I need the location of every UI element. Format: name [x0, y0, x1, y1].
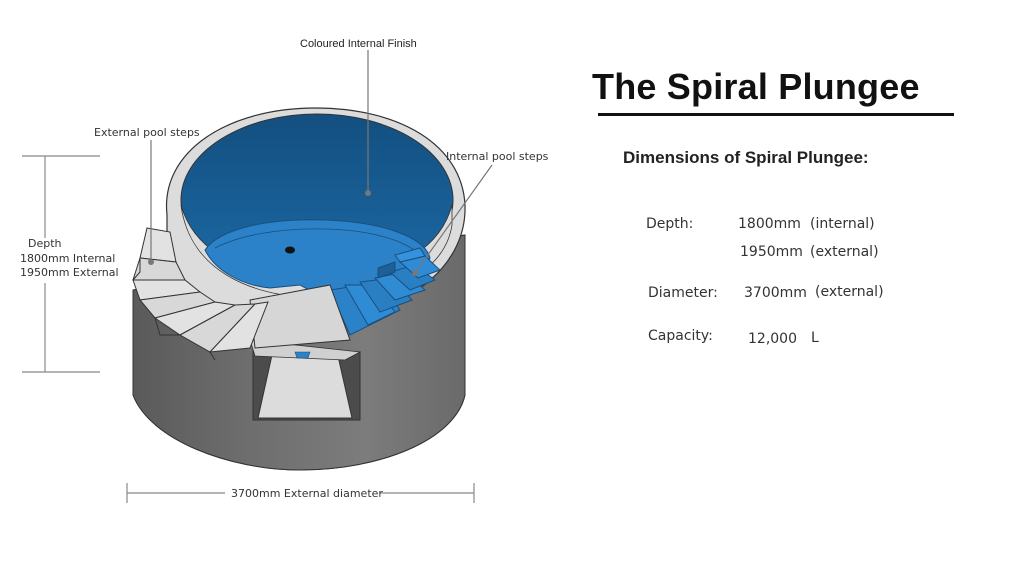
- title-underline: [598, 113, 954, 116]
- diameter-note: (external): [815, 284, 884, 300]
- callout-dot-external-steps: [148, 259, 154, 265]
- page-title: The Spiral Plungee: [592, 66, 920, 107]
- dimensions-heading: Dimensions of Spiral Plungee:: [623, 148, 869, 167]
- depth-label: Depth:: [646, 216, 694, 232]
- depth-external-value: 1950mm: [740, 244, 803, 260]
- drain-icon: [285, 246, 295, 254]
- diameter-value: 3700mm: [744, 285, 807, 301]
- depth-dimension-marker: [22, 155, 100, 373]
- coloured-finish-label: Coloured Internal Finish: [300, 38, 417, 50]
- external-steps-label: External pool steps: [94, 126, 200, 139]
- callout-dot-finish: [365, 190, 371, 196]
- depth-callout-internal: 1800mm Internal: [20, 252, 116, 265]
- depth-callout-external: 1950mm External: [20, 266, 119, 279]
- capacity-value: 12,000: [748, 331, 797, 347]
- depth-internal-note: (internal): [810, 216, 875, 232]
- depth-external-note: (external): [810, 244, 879, 260]
- pool-entry-cutout: [249, 284, 362, 421]
- diameter-label: Diameter:: [648, 285, 718, 301]
- callout-dot-internal-steps: [412, 270, 418, 276]
- external-pool-steps: [132, 227, 269, 361]
- diameter-dimension-marker: [126, 483, 475, 503]
- depth-callout-title: Depth: [28, 237, 62, 250]
- capacity-unit: L: [811, 330, 819, 346]
- capacity-label: Capacity:: [648, 328, 713, 344]
- internal-steps-label: Internal pool steps: [446, 150, 549, 163]
- diameter-callout: 3700mm External diameter: [231, 487, 383, 500]
- callout-leaders: [150, 50, 493, 274]
- depth-internal-value: 1800mm: [738, 216, 801, 232]
- internal-pool-steps: [329, 247, 441, 336]
